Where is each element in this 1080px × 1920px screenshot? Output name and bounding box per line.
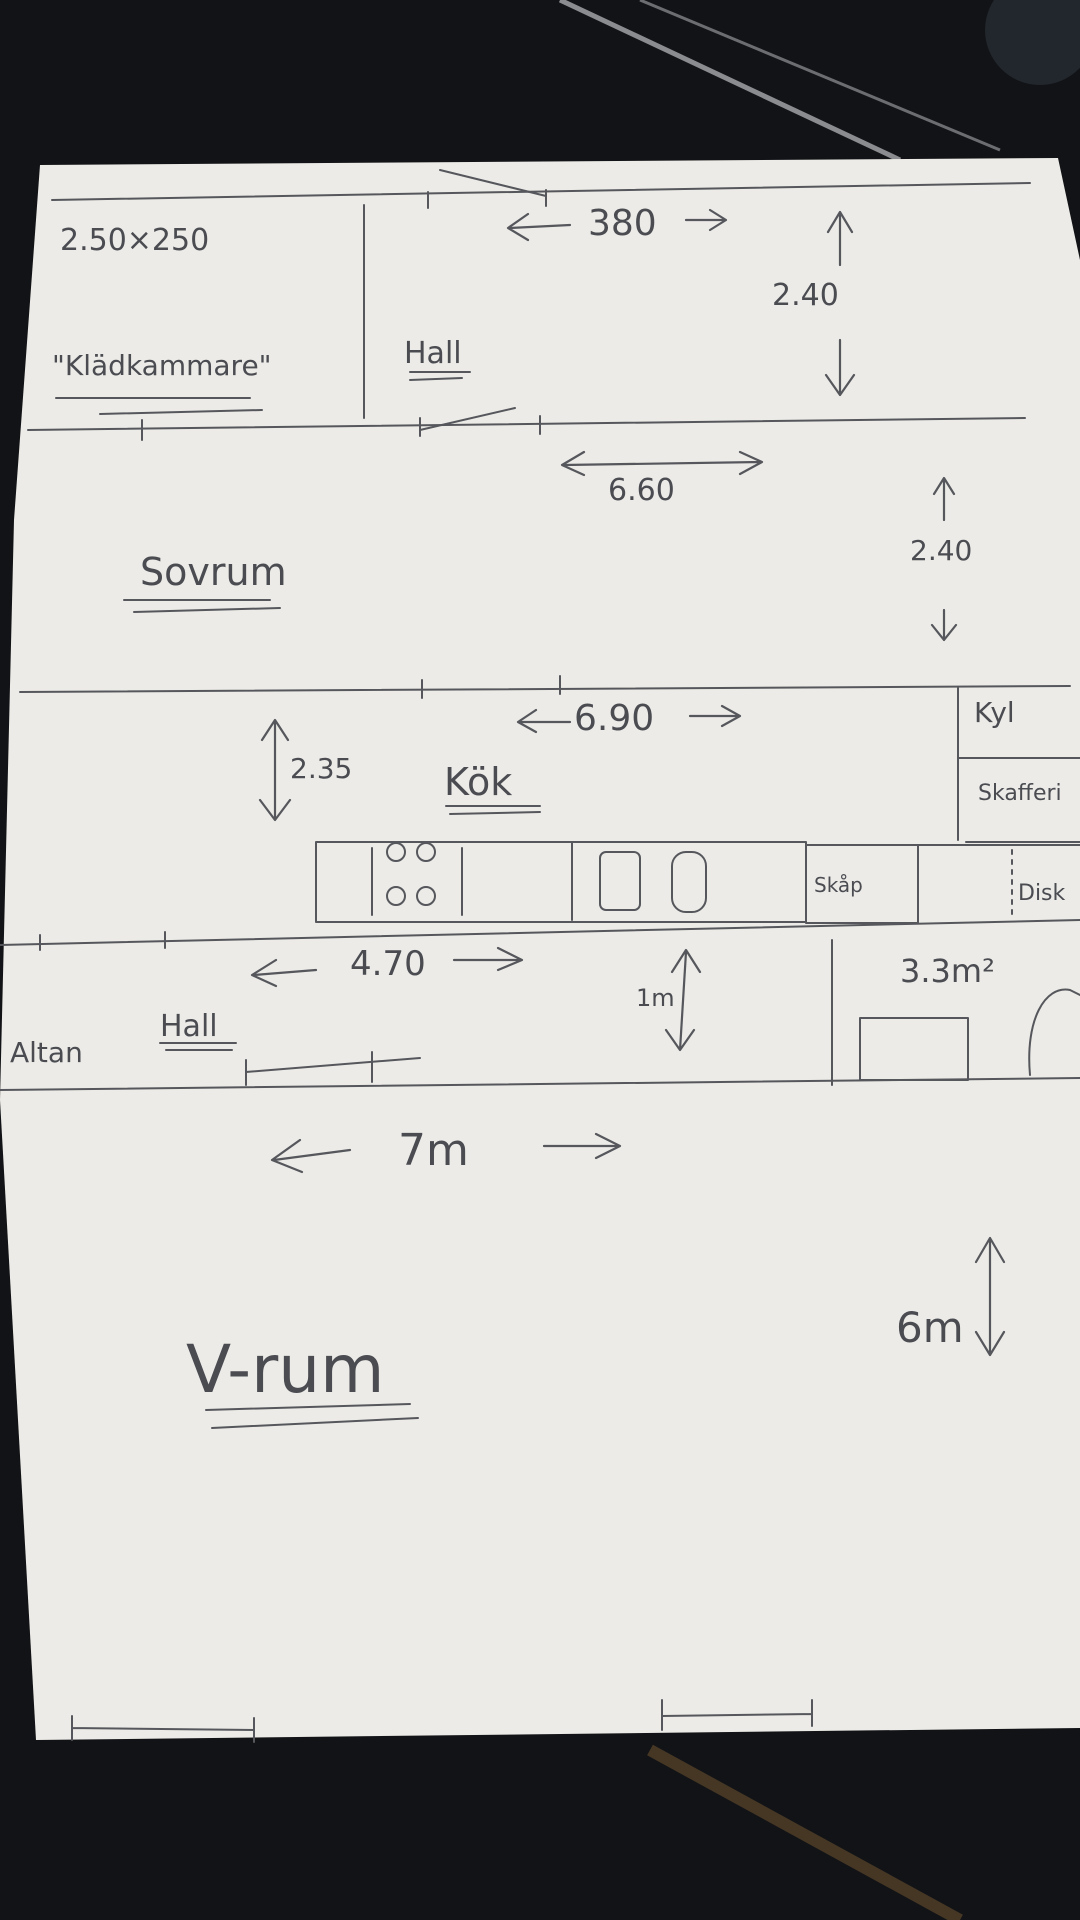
pen-shadow (639, 0, 1001, 152)
kitchen-width-value: 6.90 (574, 698, 654, 739)
arrow-living-width (270, 1132, 622, 1174)
kitchen-height-value: 2.35 (290, 752, 352, 785)
fridge-label: Kyl (974, 696, 1015, 729)
arrow-top-width-right (684, 208, 728, 232)
arrow-kitchen-height (258, 718, 292, 822)
scale-bar-right (661, 1699, 813, 1731)
arrow-living-height (974, 1236, 1006, 1357)
top-width-value: 380 (588, 203, 657, 244)
living-width-value: 7m (398, 1125, 469, 1176)
kitchen-label: Kök (444, 760, 512, 804)
bathroom-fixtures (859, 988, 1080, 1081)
bedroom-width-value: 6.60 (608, 473, 675, 508)
living-room-label: V-rum (186, 1331, 384, 1408)
arrow-bedroom-height (930, 476, 958, 642)
arrow-top-width-left (506, 212, 572, 242)
top-height-value: 2.40 (772, 278, 839, 313)
hall-depth-value: 1m (636, 984, 675, 1012)
arrow-kitchen-width (516, 704, 742, 734)
wall-kitchen-bottom (0, 919, 1080, 946)
stylus-pen (558, 0, 902, 163)
paper-sheet (0, 158, 1080, 1740)
arrow-top-height (824, 210, 856, 397)
label-underlines (55, 371, 813, 1743)
upper-hall-label: Hall (404, 336, 462, 371)
closet-label: "Klädkammare" (52, 349, 272, 382)
dish-label: Disk (1018, 881, 1066, 906)
wooden-stick (647, 1744, 963, 1920)
living-height-value: 6m (896, 1303, 964, 1352)
dimension-arrows (250, 208, 1006, 1357)
arrow-hall-depth (664, 948, 702, 1052)
arrow-bedroom-width (560, 450, 764, 477)
bedroom-label: Sovrum (140, 550, 287, 594)
cabinet-outline (805, 844, 919, 924)
scale-bar-left (71, 1715, 255, 1743)
shower-icon (1028, 988, 1080, 1076)
lower-hall-label: Hall (160, 1009, 218, 1044)
bathtub-icon (859, 1017, 969, 1081)
arrow-counter-width (250, 946, 524, 988)
wall-upper-hall-bottom (27, 417, 1026, 431)
closet-size-label: 2.50×250 (60, 223, 209, 258)
sink-icon (599, 851, 707, 913)
glass-object (985, 0, 1080, 85)
pantry-label: Skafferi (978, 781, 1062, 806)
wall-top (51, 182, 1031, 201)
cabinet-label: Skåp (814, 873, 863, 897)
wall-bedroom-bottom (19, 685, 1071, 693)
counter-width-value: 4.70 (350, 944, 426, 984)
bath-area-value: 3.3m² (900, 952, 995, 990)
altan-label: Altan (10, 1036, 83, 1069)
stove-icon (371, 842, 463, 916)
kitchen-counter (315, 841, 1080, 924)
bedroom-height-value: 2.40 (910, 534, 972, 567)
